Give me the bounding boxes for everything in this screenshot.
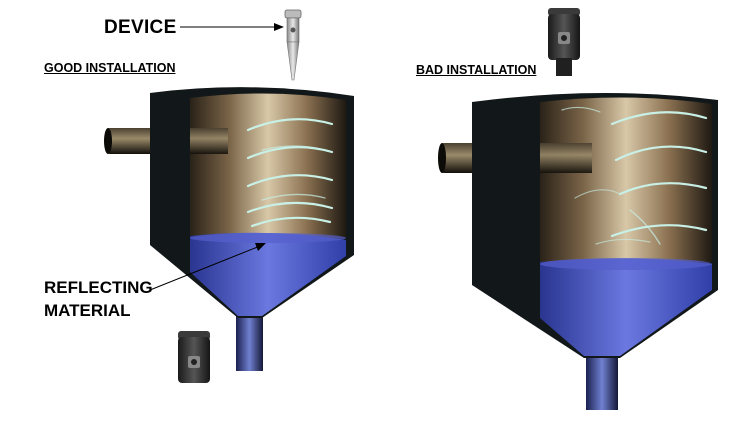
- bad-reflecting-material: [540, 258, 712, 356]
- device-arrow: [180, 23, 284, 31]
- bad-tank: [438, 92, 718, 410]
- good-reflecting-material: [190, 232, 346, 316]
- device-horn-antenna: [284, 9, 302, 81]
- good-wave-arcs: [246, 118, 334, 228]
- good-tank: [104, 87, 354, 371]
- bad-wave-arcs: [561, 106, 708, 245]
- reflecting-arrow: [149, 243, 266, 291]
- device-bad-position: [548, 8, 580, 76]
- good-outlet-pipe: [236, 315, 263, 371]
- good-installation-title: GOOD INSTALLATION: [44, 61, 176, 75]
- bad-installation-title: BAD INSTALLATION: [416, 63, 537, 77]
- bad-outlet-pipe: [586, 355, 618, 410]
- device-label: DEVICE: [104, 17, 177, 38]
- reflecting-material-label-line1: REFLECTING: [44, 278, 153, 297]
- reflecting-material-label-line2: MATERIAL: [44, 301, 131, 320]
- device-good-example: [178, 331, 210, 383]
